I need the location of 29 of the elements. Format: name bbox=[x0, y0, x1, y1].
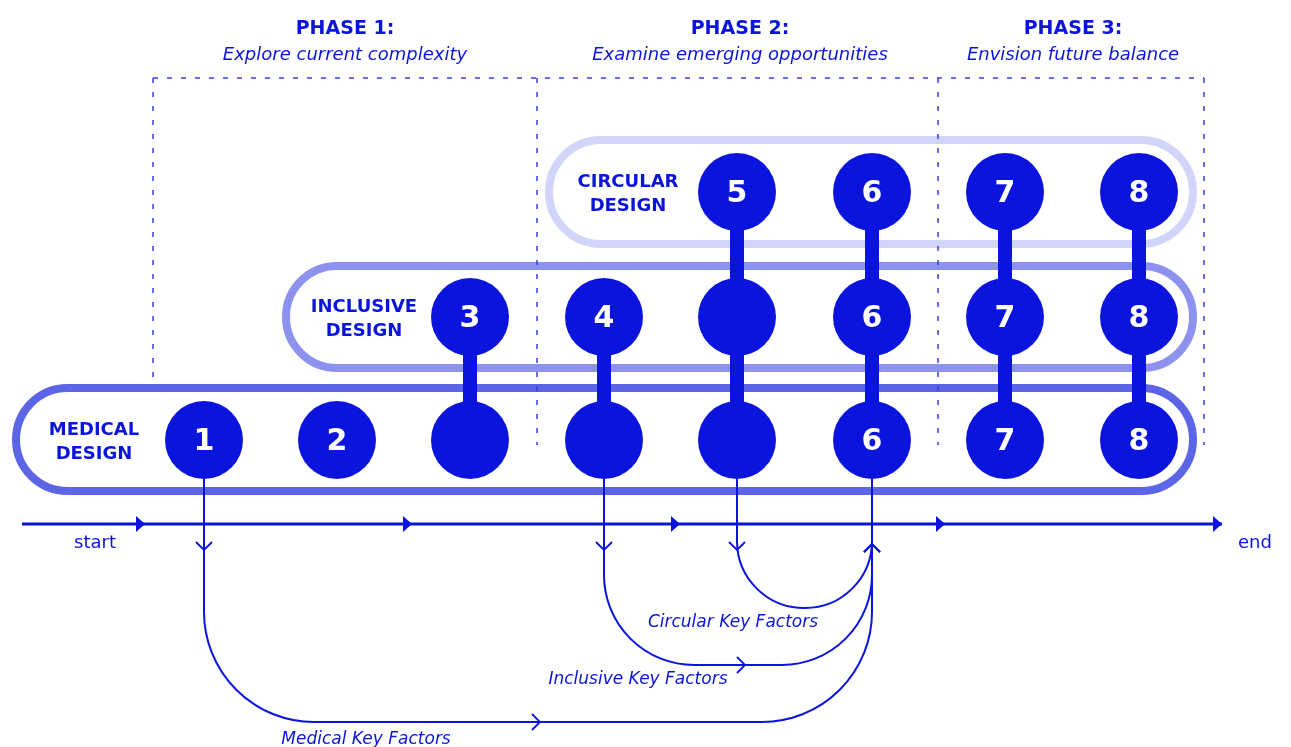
step-circle: 3 bbox=[431, 278, 509, 356]
step-circle: 8 bbox=[1100, 401, 1178, 479]
timeline-label: start bbox=[74, 530, 116, 552]
step-circle: 4 bbox=[565, 278, 643, 356]
step-circle: 6 bbox=[833, 278, 911, 356]
phase-subtitle: Envision future balance bbox=[966, 42, 1180, 64]
step-circle: 5 bbox=[698, 153, 776, 231]
edge-label: Medical Key Factors bbox=[278, 728, 454, 747]
track-band bbox=[545, 136, 1197, 248]
step-circle: 6 bbox=[833, 153, 911, 231]
step-circle: 8 bbox=[1100, 278, 1178, 356]
track-title: MEDICAL DESIGN bbox=[47, 417, 141, 465]
step-circle: 7 bbox=[966, 401, 1044, 479]
phase-subtitle: Examine emerging opportunities bbox=[592, 42, 888, 64]
step-circle: 7 bbox=[966, 278, 1044, 356]
step-circle: 1 bbox=[165, 401, 243, 479]
step-circle: 2 bbox=[298, 401, 376, 479]
phase-heading: PHASE 2: bbox=[690, 16, 790, 38]
phase-heading: PHASE 3: bbox=[1023, 16, 1123, 38]
phase-heading: PHASE 1: bbox=[295, 16, 395, 38]
step-circle: 6 bbox=[833, 401, 911, 479]
phase-subtitle: Explore current complexity bbox=[222, 42, 468, 64]
step-circle: 8 bbox=[1100, 153, 1178, 231]
track-title: INCLUSIVE DESIGN bbox=[309, 294, 419, 342]
step-circle: 7 bbox=[966, 153, 1044, 231]
track-band bbox=[282, 262, 1197, 372]
timeline-label: end bbox=[1238, 530, 1272, 552]
track-title: CIRCULAR DESIGN bbox=[576, 169, 680, 217]
track-band bbox=[12, 384, 1197, 495]
